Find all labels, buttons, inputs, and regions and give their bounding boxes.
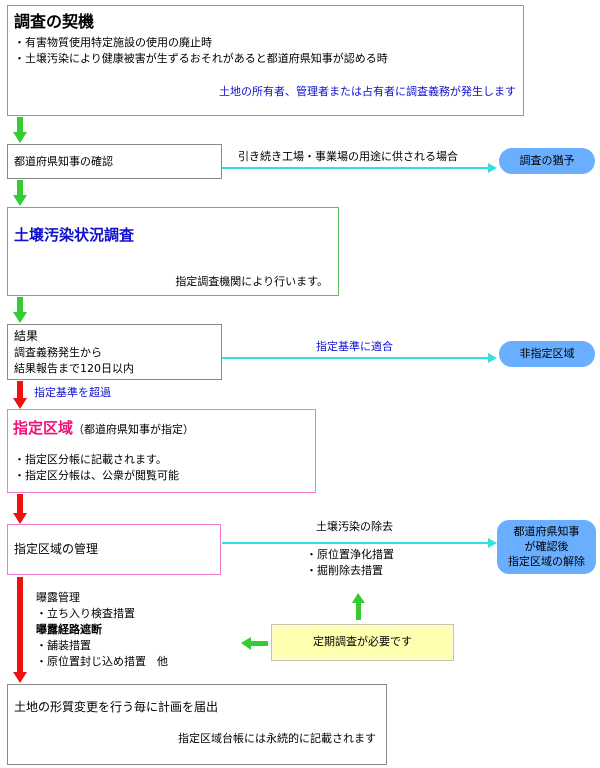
pathway-item-2: ・原位置封じ込め措置 他 <box>36 655 168 668</box>
cyan-right-arrow-1 <box>222 163 497 173</box>
release-line-3: 指定区域の解除 <box>508 555 585 568</box>
designated-title-row: 指定区域（都道府県知事が指定） <box>13 418 194 438</box>
result-title: 結果 <box>14 329 39 343</box>
designated-bullet-1: ・指定区分帳に記載されます。 <box>14 453 167 466</box>
confirm-label: 都道府県知事の確認 <box>14 155 113 168</box>
red-down-arrow-2 <box>13 494 27 524</box>
result-line-1: 調査義務発生から <box>14 346 102 359</box>
management-label: 指定区域の管理 <box>14 542 99 556</box>
exceed-label: 指定基準を超過 <box>34 386 111 399</box>
release-line-1: 都道府県知事 <box>513 525 580 538</box>
removal-label: 土壌汚染の除去 <box>316 520 393 533</box>
survey-box: 土壌汚染状況調査 指定調査機関により行います。 <box>7 207 339 296</box>
trigger-title: 調査の契機 <box>14 12 95 31</box>
red-down-arrow-3 <box>13 577 27 683</box>
trigger-bullet-1: ・有害物質使用特定施設の使用の廃止時 <box>14 36 212 49</box>
exposure-item-1: ・立ち入り検査措置 <box>36 607 135 620</box>
green-left-arrow <box>241 637 268 650</box>
cyan-right-arrow-3 <box>222 538 497 548</box>
result-line-2: 結果報告まで120日以内 <box>14 362 134 375</box>
non-designated-pill: 非指定区域 <box>499 341 595 367</box>
management-box: 指定区域の管理 <box>7 524 221 575</box>
result-branch-label: 指定基準に適合 <box>316 340 393 353</box>
green-down-arrow-1 <box>13 117 27 143</box>
final-note: 指定区域台帳には永続的に記載されます <box>178 732 376 745</box>
periodic-check-box: 定期調査が必要です <box>271 624 454 661</box>
survey-note: 指定調査機関により行います。 <box>175 275 328 288</box>
designated-bullet-2: ・指定区分帳は、公衆が閲覧可能 <box>14 469 179 482</box>
designated-title-note: （都道府県知事が指定） <box>73 423 195 436</box>
cyan-right-arrow-2 <box>222 353 497 363</box>
green-up-arrow <box>352 593 365 620</box>
release-pill: 都道府県知事 が確認後 指定区域の解除 <box>497 520 596 574</box>
release-line-2: が確認後 <box>524 540 569 553</box>
exposure-title: 曝露管理 <box>36 591 80 604</box>
designated-title: 指定区域 <box>13 419 74 437</box>
removal-item-1: ・原位置浄化措置 <box>306 548 394 561</box>
pathway-title: 曝露経路遮断 <box>36 623 102 636</box>
red-down-arrow-1 <box>13 381 27 409</box>
removal-item-2: ・掘削除去措置 <box>306 564 383 577</box>
designated-box: 指定区域（都道府県知事が指定） ・指定区分帳に記載されます。 ・指定区分帳は、公… <box>7 409 316 493</box>
non-designated-pill-label: 非指定区域 <box>519 347 575 360</box>
deferral-pill-label: 調査の猶予 <box>519 154 575 167</box>
final-label: 土地の形質変更を行う毎に計画を届出 <box>14 700 219 714</box>
periodic-check-label: 定期調査が必要です <box>313 635 412 648</box>
trigger-bullet-2: ・土壌汚染により健康被害が生ずるおそれがあると都道府県知事が認める時 <box>14 52 388 65</box>
confirm-box: 都道府県知事の確認 <box>7 144 222 179</box>
green-down-arrow-2 <box>13 180 27 206</box>
deferral-pill: 調査の猶予 <box>499 148 595 174</box>
result-box: 結果 調査義務発生から 結果報告まで120日以内 <box>7 324 222 380</box>
trigger-box: 調査の契機 ・有害物質使用特定施設の使用の廃止時 ・土壌汚染により健康被害が生ず… <box>7 5 524 116</box>
pathway-item-1: ・舗装措置 <box>36 639 91 652</box>
trigger-note: 土地の所有者、管理者または占有者に調査義務が発生します <box>219 85 516 98</box>
green-down-arrow-3 <box>13 297 27 323</box>
survey-title: 土壌汚染状況調査 <box>14 226 135 244</box>
final-box: 土地の形質変更を行う毎に計画を届出 指定区域台帳には永続的に記載されます <box>7 684 387 765</box>
confirm-branch-label: 引き続き工場・事業場の用途に供される場合 <box>238 150 458 163</box>
